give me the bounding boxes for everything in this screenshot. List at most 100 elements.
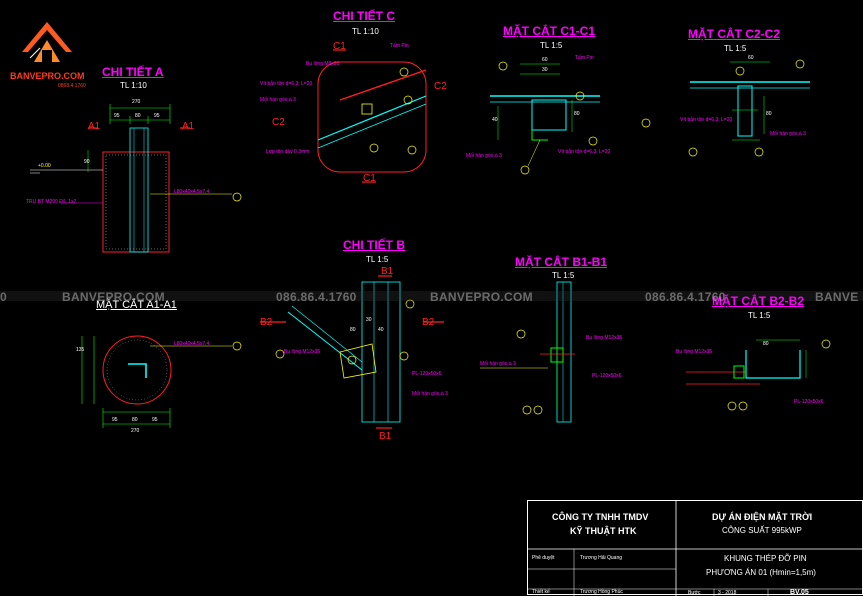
- section-b2-scale: TL 1:5: [748, 311, 771, 320]
- note-moi-han-b: Mối hàn góc ∆ 3: [412, 391, 448, 397]
- date-value: 3 - 2018: [718, 590, 737, 596]
- company-line-2: KỸ THUẬT HTK: [570, 526, 637, 536]
- mark-b1-top: B1: [381, 266, 394, 277]
- sheet-number: BV.05: [790, 589, 809, 596]
- mark-a1-right: A1: [182, 121, 195, 132]
- section-a1-title: MẶT CẮT A1-A1: [96, 299, 177, 311]
- section-c1-title: MẶT CẮT C1-C1: [503, 24, 595, 38]
- note-bu-long-b: Bu lông M12x35: [284, 349, 321, 355]
- watermark-brand-1: BANVEPRO.COM: [62, 290, 165, 304]
- date-label: Bước: [688, 590, 701, 596]
- drawing-line-2: PHƯƠNG ÁN 01 (Hmin=1,5m): [706, 568, 816, 577]
- dim-a-80: 80: [135, 113, 141, 119]
- note-pl-b2: PL-120x50x6: [794, 399, 824, 405]
- detail-c-drawing: [317, 49, 427, 183]
- note-vit-c: Vít bắn tôn d=6.3; L=20: [260, 81, 313, 87]
- dim-b2-80: 80: [763, 341, 769, 347]
- note-vit-c2: Vít bắn tôn d=6.3; L=20: [680, 117, 733, 123]
- dim-c1-30: 30: [542, 67, 548, 73]
- section-a1-drawing: [81, 335, 242, 428]
- logo-brand: BANVEPRO.COM: [10, 71, 85, 81]
- note-vit-c1: Vít bắn tôn d=6.3; L=20: [558, 149, 611, 155]
- note-bu-long-b1: Bu lông M12x35: [586, 335, 623, 341]
- section-c1-scale: TL 1:5: [540, 41, 563, 50]
- note-angle-a: L80x40x4.5x7.4: [174, 189, 210, 195]
- detail-b-title: CHI TIẾT B: [343, 238, 405, 252]
- detail-c-title: CHI TIẾT C: [333, 9, 395, 23]
- detail-a-title: CHI TIẾT A: [102, 65, 164, 79]
- section-b2-title: MẶT CẮT B2-B2: [712, 294, 804, 308]
- title-block-grid: [528, 501, 863, 596]
- title-block: CÔNG TY TNHH TMDV KỸ THUẬT HTK DỰ ÁN ĐIỆ…: [527, 500, 863, 596]
- section-c1-drawing: [490, 61, 651, 175]
- dim-a-95b: 95: [154, 113, 160, 119]
- design-label: Thiết kế: [532, 589, 550, 595]
- note-bu-long-c: Bu lông M8x20: [306, 61, 340, 67]
- watermark-brand-3: BANVE: [815, 290, 859, 304]
- note-tam-pin-c: Tấm Pin: [390, 43, 409, 49]
- dim-a1-80: 80: [132, 417, 138, 423]
- section-b1-title: MẶT CẮT B1-B1: [515, 255, 607, 269]
- note-moi-han-c: Mối hàn góc ∆ 3: [260, 97, 296, 103]
- note-moi-han-b1: Mối hàn góc ∆ 3: [480, 361, 516, 367]
- dim-a1-95b: 95: [152, 417, 158, 423]
- note-post: TRỤ BT M200 Đ/L 1x2: [26, 199, 77, 205]
- dim-a1-270: 270: [131, 428, 140, 434]
- note-top-level: +0.00: [38, 163, 51, 169]
- mark-b2-left: B2: [260, 317, 273, 328]
- mark-c1-bottom: C1: [363, 173, 376, 184]
- dim-c2-80: 80: [766, 111, 772, 117]
- dim-a-270: 270: [132, 99, 141, 105]
- detail-b-scale: TL 1:5: [366, 255, 389, 264]
- note-moi-han-c2: Mối hàn góc ∆ 3: [770, 131, 806, 137]
- dim-b-30: 30: [366, 317, 372, 323]
- approve-name: Trương Hải Quang: [580, 555, 623, 561]
- logo-phone: 0868.4.1760: [58, 83, 86, 89]
- note-pl-b1: PL-120x50x6: [592, 373, 622, 379]
- project-line-1: DỰ ÁN ĐIỆN MẶT TRỜI: [712, 512, 813, 522]
- section-c2-title: MẶT CẮT C2-C2: [688, 27, 780, 41]
- watermark-phone-2: 086.86.4.1760: [645, 290, 726, 304]
- note-lop-ton-c: Lợp tôn dày 0.3mm: [266, 149, 310, 155]
- section-b2-drawing: [686, 339, 831, 411]
- mark-c2-right: C2: [434, 81, 447, 92]
- dim-b-80: 80: [350, 327, 356, 333]
- mark-c1-top: C1: [333, 41, 346, 52]
- detail-b-drawing: [260, 275, 444, 429]
- dim-c1-80: 80: [574, 111, 580, 117]
- note-moi-han-c1: Mối hàn góc ∆ 3: [466, 153, 502, 159]
- watermark-phone-1: 086.86.4.1760: [276, 290, 357, 304]
- note-tam-pin-c1: Tấm Pin: [575, 55, 594, 61]
- section-c2-drawing: [688, 59, 810, 157]
- mark-b1-bottom: B1: [379, 431, 392, 442]
- section-c2-scale: TL 1:5: [724, 44, 747, 53]
- logo-house-icon: [22, 22, 72, 62]
- dim-a-95a: 95: [114, 113, 120, 119]
- drawing-line-1: KHUNG THÉP ĐỠ PIN: [724, 554, 807, 563]
- dim-c1-60: 60: [542, 57, 548, 63]
- watermark-digit: 0: [0, 290, 7, 304]
- dim-c1-40: 40: [492, 117, 498, 123]
- section-b1-drawing: [480, 281, 575, 423]
- mark-c2-left: C2: [272, 117, 285, 128]
- mark-b2-right: B2: [422, 317, 435, 328]
- watermark-brand-2: BANVEPRO.COM: [430, 290, 533, 304]
- section-b1-scale: TL 1:5: [552, 271, 575, 280]
- dim-a1-95a: 95: [112, 417, 118, 423]
- note-bu-long-b2: Bu lông M12x35: [676, 349, 713, 355]
- project-line-2: CÔNG SUẤT 995kWP: [722, 526, 802, 535]
- detail-a-scale: TL 1:10: [120, 81, 147, 90]
- mark-a1-left: A1: [88, 121, 101, 132]
- dim-a-90: 90: [84, 159, 90, 165]
- company-line-1: CÔNG TY TNHH TMDV: [552, 512, 649, 522]
- design-name: Trương Hồng Phúc: [580, 589, 623, 595]
- dim-c2-60: 60: [748, 55, 754, 61]
- dim-b-40: 40: [378, 327, 384, 333]
- dim-a1-135: 135: [76, 347, 85, 353]
- detail-a-drawing: [30, 104, 242, 253]
- detail-c-scale: TL 1:10: [352, 27, 379, 36]
- note-pl-b: PL-120x50x6: [412, 371, 442, 377]
- note-angle-a1: L80x40x4.5x7.4: [174, 341, 210, 347]
- approve-label: Phê duyệt: [532, 555, 555, 561]
